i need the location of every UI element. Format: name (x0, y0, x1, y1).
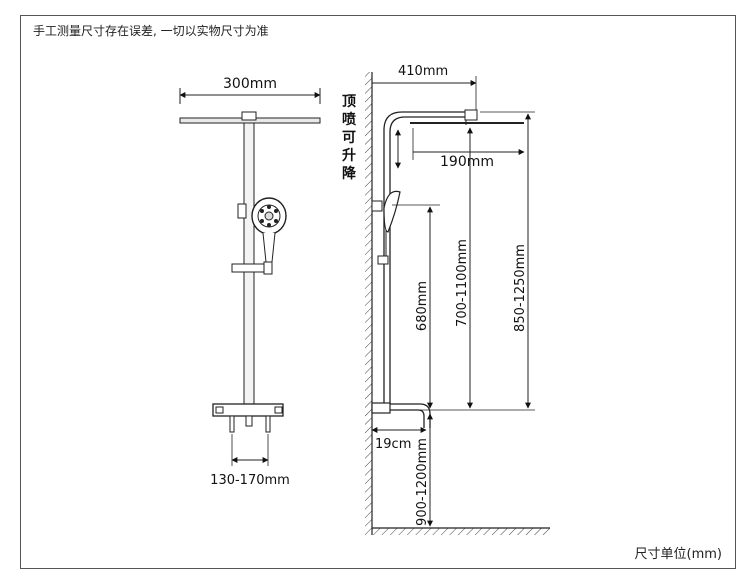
diagram-frame (20, 15, 736, 569)
spout-bottom (390, 409, 425, 428)
svg-text:降: 降 (342, 165, 357, 182)
mount-height-label: 900-1200mm (415, 438, 430, 526)
measurement-note: 手工测量尺寸存在误差, 一切以实物尺寸为准 (33, 24, 269, 38)
wall-hatch (365, 72, 372, 535)
side-mixer (371, 402, 391, 414)
arm-length-label: 410mm (398, 64, 448, 79)
floor-hatch (372, 528, 550, 535)
svg-text:喷: 喷 (342, 111, 356, 128)
svg-text:顶: 顶 (342, 94, 356, 110)
shower-width-label: 300mm (223, 76, 277, 92)
riser-pipe-inner (389, 116, 476, 200)
total-height-label: 850-1250mm (513, 244, 528, 332)
head-offset-label: 190mm (440, 154, 494, 170)
head-connector (241, 111, 257, 121)
slide-holder (237, 203, 247, 219)
side-view (365, 72, 550, 535)
front-view (179, 88, 321, 466)
svg-text:升: 升 (342, 147, 356, 164)
handshower-height-label: 680mm (415, 281, 430, 331)
riser-pipe-outer (383, 111, 476, 200)
spout-length-label: 19cm (375, 437, 411, 452)
unit-label: 尺寸单位(mm) (634, 547, 722, 562)
side-hand-shower (383, 190, 401, 233)
svg-text:可: 可 (342, 130, 356, 146)
valve-spacing-label: 130-170mm (210, 473, 290, 488)
lift-label: 顶 喷 可 升 降 (342, 94, 357, 182)
bar-height-label: 700-1100mm (455, 239, 470, 327)
hand-shower-handle (262, 232, 276, 263)
